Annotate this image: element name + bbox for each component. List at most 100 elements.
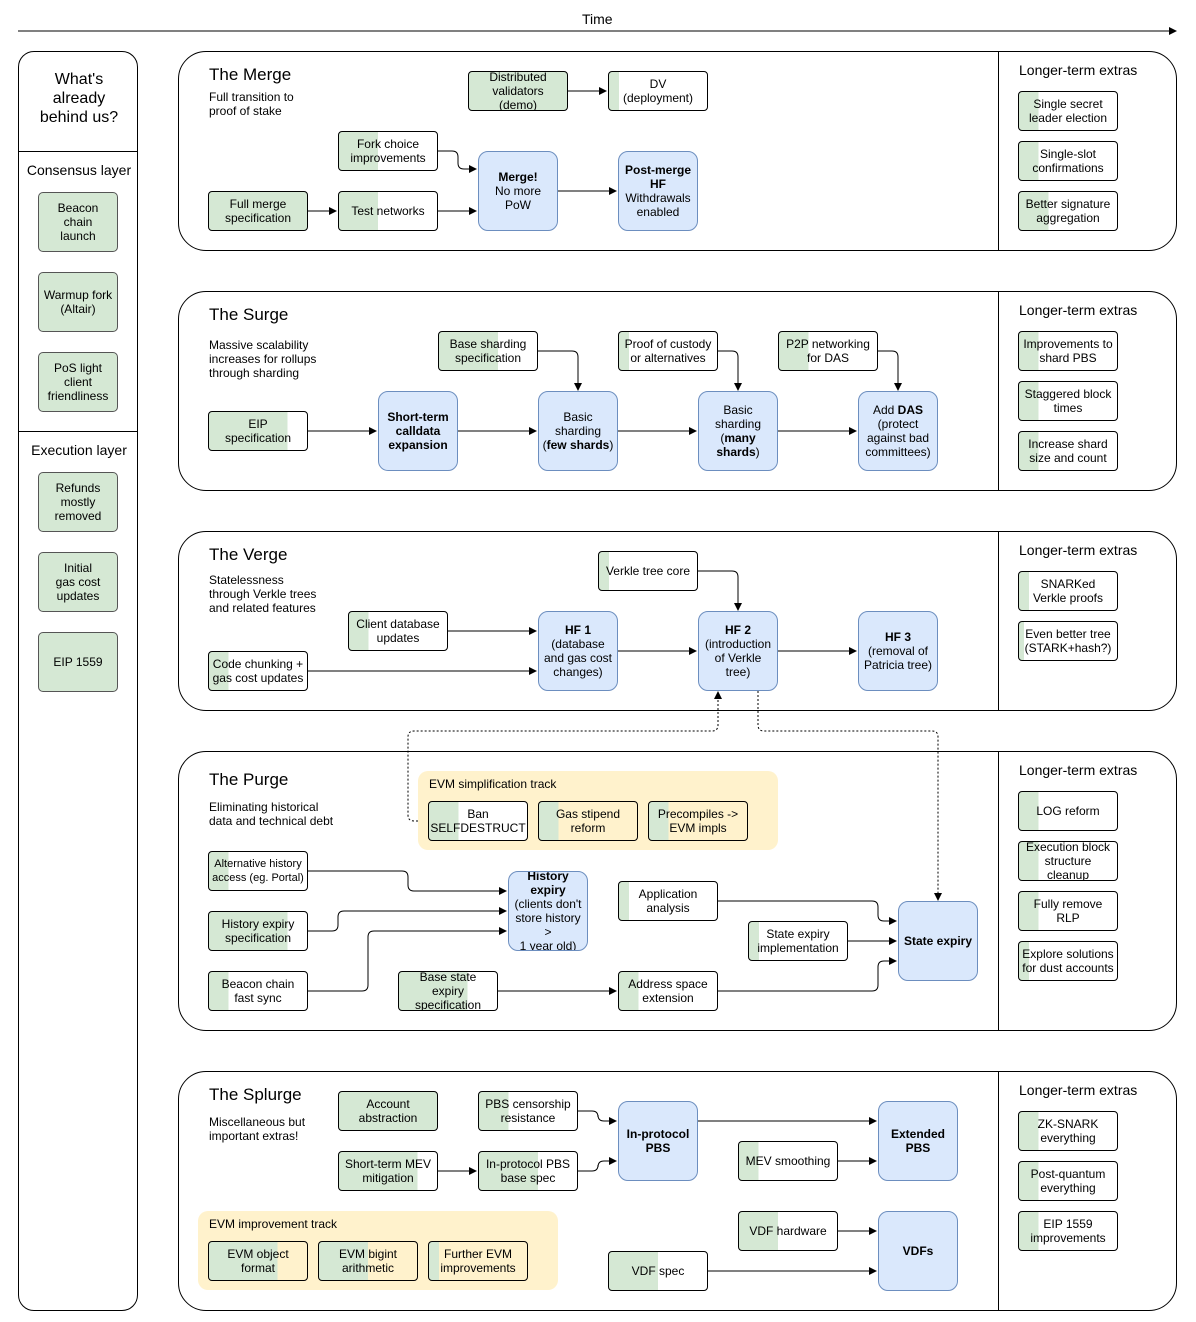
- basic-sharding-many-close: ): [755, 445, 760, 459]
- purge-extra-item: Fully remove RLP: [1018, 891, 1118, 931]
- merge-extra-item: Single secret leader election: [1018, 91, 1118, 131]
- evm-bigint-node: EVM bigint arithmetic: [318, 1241, 418, 1281]
- merge-extras-title: Longer-term extras: [1019, 62, 1138, 78]
- post-merge-milestone-title: Post-merge HF: [624, 163, 692, 191]
- extras-divider: [998, 532, 999, 710]
- already-behind-panel: What's already behind us? Consensus laye…: [18, 51, 138, 1311]
- merge-extra-item: Single-slot confirmations: [1018, 141, 1118, 181]
- execution-item-eip1559: EIP 1559: [38, 632, 118, 692]
- hf2-text: (introduction of Verkle tree): [704, 637, 772, 679]
- vdf-hardware-node: VDF hardware: [738, 1211, 838, 1251]
- surge-extra-item: Increase shard size and count: [1018, 431, 1118, 471]
- extras-divider: [998, 1072, 999, 1310]
- state-expiry-impl-node: State expiry implementation: [748, 921, 848, 961]
- consensus-item-pos-light-client: PoS light client friendliness: [38, 352, 118, 412]
- account-abstraction-node: Account abstraction: [338, 1091, 438, 1131]
- hf3-title: HF 3: [884, 630, 911, 644]
- execution-item-gas-cost: Initial gas cost updates: [38, 552, 118, 612]
- surge-extra-item: Improvements to shard PBS: [1018, 331, 1118, 371]
- verge-extra-item: Even better tree (STARK+hash?): [1018, 621, 1118, 661]
- execution-item-refunds: Refunds mostly removed: [38, 472, 118, 532]
- evm-object-format-node: EVM object format: [208, 1241, 308, 1281]
- purge-extra-item: LOG reform: [1018, 791, 1118, 831]
- hf1-milestone: HF 1 (database and gas cost changes): [538, 611, 618, 691]
- purge-extras-title: Longer-term extras: [1019, 762, 1138, 778]
- purge-extra-item: Explore solutions for dust accounts: [1018, 941, 1118, 981]
- further-evm-node: Further EVM improvements: [428, 1241, 528, 1281]
- surge-extras-title: Longer-term extras: [1019, 302, 1138, 318]
- proof-of-custody-node: Proof of custody or alternatives: [618, 331, 718, 371]
- evm-improvement-track-title: EVM improvement track: [209, 1217, 338, 1231]
- extras-divider: [998, 52, 999, 250]
- p2p-das-node: P2P networking for DAS: [778, 331, 878, 371]
- purge-subtitle: Eliminating historical data and technica…: [209, 800, 334, 828]
- code-chunking-node: Code chunking + gas cost updates: [208, 651, 308, 691]
- surge-panel: [178, 291, 1177, 491]
- full-merge-spec-node: Full merge specification: [208, 191, 308, 231]
- verge-panel: [178, 531, 1177, 711]
- pbs-censorship-node: PBS censorship resistance: [478, 1091, 578, 1131]
- basic-sharding-many-bold: many shards: [716, 431, 756, 459]
- short-term-mev-node: Short-term MEV mitigation: [338, 1151, 438, 1191]
- hf3-text: (removal of Patricia tree): [863, 644, 933, 672]
- verkle-tree-core-node: Verkle tree core: [598, 551, 698, 591]
- inprotocol-pbs-milestone: In-protocol PBS: [618, 1101, 698, 1181]
- surge-extra-item: Staggered block times: [1018, 381, 1118, 421]
- add-das-text: Add: [872, 403, 898, 417]
- add-das-bold: DAS: [897, 403, 924, 417]
- inprotocol-pbs-spec-node: In-protocol PBS base spec: [478, 1151, 578, 1191]
- surge-title: The Surge: [209, 305, 289, 324]
- surge-subtitle: Massive scalability increases for rollup…: [209, 338, 317, 380]
- consensus-layer-heading: Consensus layer: [26, 162, 132, 178]
- extras-divider: [998, 292, 999, 490]
- alternative-history-node: Alternative history access (eg. Portal): [208, 851, 308, 891]
- merge-milestone-title: Merge!: [498, 170, 538, 184]
- mev-smoothing-node: MEV smoothing: [738, 1141, 838, 1181]
- evm-simplification-track-title: EVM simplification track: [429, 777, 557, 791]
- basic-sharding-few-text: Basic sharding (: [542, 410, 601, 452]
- merge-extra-item: Better signature aggregation: [1018, 191, 1118, 231]
- merge-milestone-text: No more PoW: [494, 184, 541, 212]
- vdf-spec-node: VDF spec: [608, 1251, 708, 1291]
- time-label: Time: [582, 11, 613, 27]
- merge-subtitle: Full transition to proof of stake: [209, 90, 294, 118]
- divider: [19, 151, 137, 152]
- application-analysis-node: Application analysis: [618, 881, 718, 921]
- splurge-extras-title: Longer-term extras: [1019, 1082, 1138, 1098]
- dv-deployment-node: DV (deployment): [608, 71, 708, 111]
- eip-spec-node: EIP specification: [208, 411, 308, 451]
- hf1-title: HF 1: [564, 623, 591, 637]
- address-space-node: Address space extension: [618, 971, 718, 1011]
- consensus-item-beacon-chain-launch: Beacon chain launch: [38, 192, 118, 252]
- base-sharding-spec-node: Base sharding specification: [438, 331, 538, 371]
- precompiles-node: Precompiles -> EVM impls: [648, 801, 748, 841]
- hf2-milestone: HF 2 (introduction of Verkle tree): [698, 611, 778, 691]
- post-merge-milestone-text: Withdrawals enabled: [625, 191, 691, 219]
- verge-title: The Verge: [209, 545, 288, 564]
- client-database-node: Client database updates: [348, 611, 448, 651]
- add-das-milestone: Add DAS (protect against bad committees): [858, 391, 938, 471]
- purge-extra-item: Execution block structure cleanup: [1018, 841, 1118, 881]
- ban-selfdestruct-node: Ban SELFDESTRUCT: [428, 801, 528, 841]
- extended-pbs-milestone: Extended PBS: [878, 1101, 958, 1181]
- beacon-fast-sync-node: Beacon chain fast sync: [208, 971, 308, 1011]
- calldata-expansion-milestone: Short-term calldata expansion: [378, 391, 458, 471]
- merge-title: The Merge: [209, 65, 292, 84]
- execution-layer-heading: Execution layer: [31, 442, 127, 458]
- hf3-milestone: HF 3 (removal of Patricia tree): [858, 611, 938, 691]
- splurge-extra-item: ZK-SNARK everything: [1018, 1111, 1118, 1151]
- history-expiry-milestone: History expiry (clients don't store hist…: [508, 871, 588, 951]
- hf1-text: (database and gas cost changes): [543, 637, 613, 679]
- purge-title: The Purge: [209, 770, 289, 789]
- verge-extra-item: SNARKed Verkle proofs: [1018, 571, 1118, 611]
- verge-subtitle: Statelessness through Verkle trees and r…: [209, 573, 317, 615]
- post-merge-milestone: Post-merge HF Withdrawals enabled: [618, 151, 698, 231]
- state-expiry-milestone: State expiry: [898, 901, 978, 981]
- verge-extras-title: Longer-term extras: [1019, 542, 1138, 558]
- basic-sharding-many-milestone: Basic sharding (many shards): [698, 391, 778, 471]
- divider: [19, 431, 137, 432]
- history-expiry-text: (clients don't store history > 1 year ol…: [514, 897, 582, 951]
- merge-milestone: Merge! No more PoW: [478, 151, 558, 231]
- gas-stipend-node: Gas stipend reform: [538, 801, 638, 841]
- already-behind-title: What's already behind us?: [39, 71, 119, 126]
